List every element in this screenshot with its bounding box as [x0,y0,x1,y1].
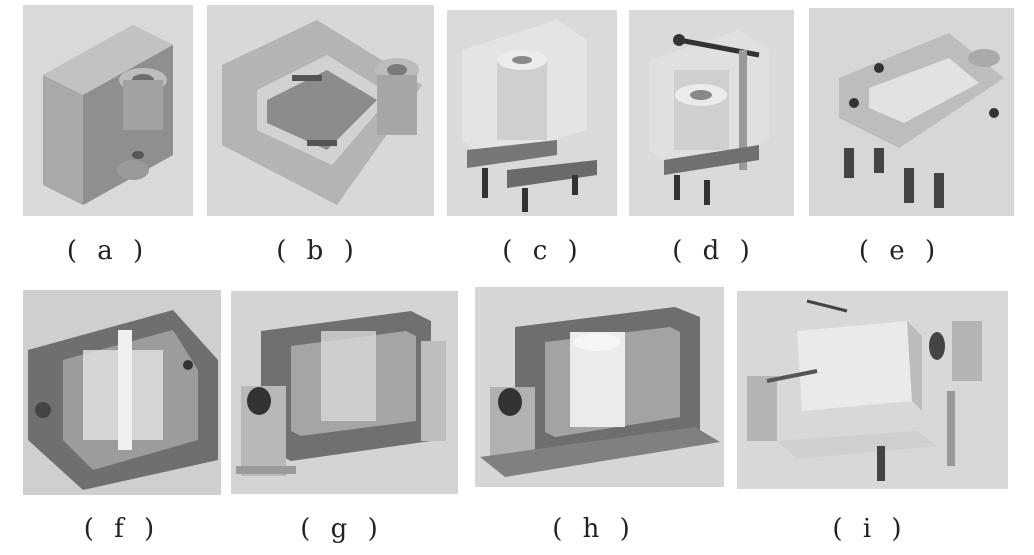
panel-g-image [231,291,458,494]
panel-b-caption: ( b ) [276,236,360,266]
panel-c-image [447,10,617,216]
panel-g-caption: ( g ) [300,514,384,544]
exploded-assembly-render [737,291,1008,489]
panel-a-caption: ( a ) [66,236,150,266]
panel-f-caption: ( f ) [83,514,161,544]
panel-d-caption: ( d ) [672,236,756,266]
panel-e-image [809,8,1014,216]
panel-d-image [629,10,794,216]
panel-i-caption: ( i ) [832,514,908,544]
frame-plate-render [207,5,434,216]
box-fixture-side-render [231,291,458,494]
panel-h-caption: ( h ) [552,514,636,544]
panel-b-image [207,5,434,216]
panel-e-caption: ( e ) [858,236,942,266]
panel-h-image [475,287,724,487]
panel-i-image [737,291,1008,489]
panel-f-image [23,290,221,495]
box-fixture-top-render [23,290,221,495]
assembly-with-clamp-render [629,10,794,216]
housing-body-render [23,5,193,216]
panel-a-image [23,5,193,216]
exploded-fixture-render [809,8,1014,216]
panel-c-caption: ( c ) [502,236,584,266]
assembly-with-supports-render [447,10,617,216]
box-fixture-assembled-render [475,287,724,487]
